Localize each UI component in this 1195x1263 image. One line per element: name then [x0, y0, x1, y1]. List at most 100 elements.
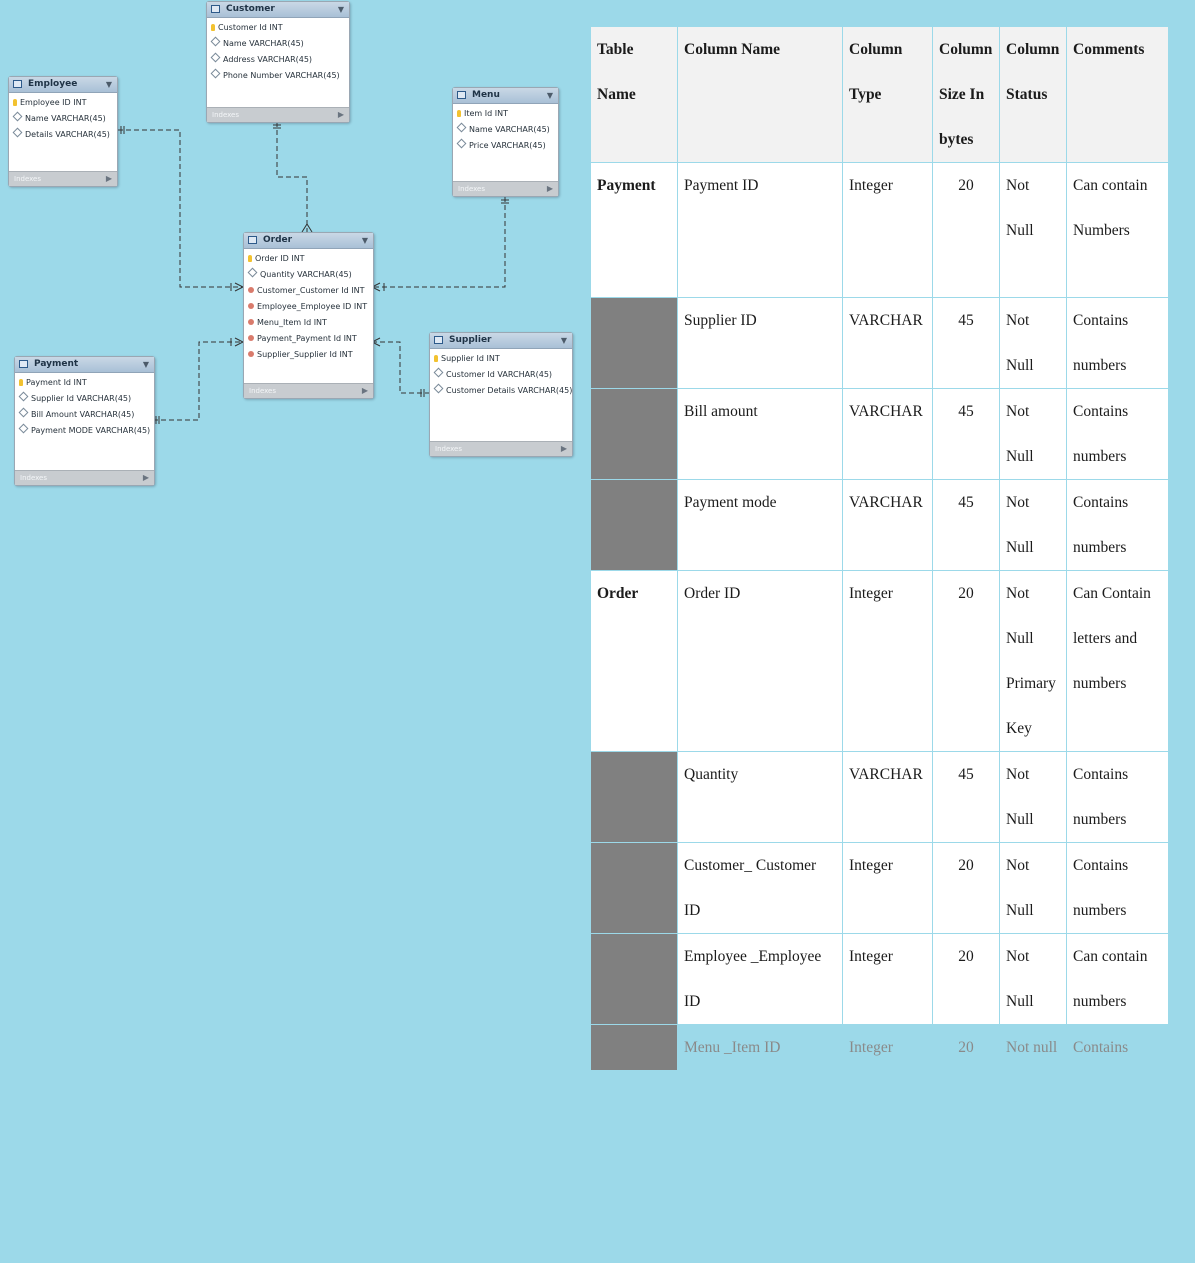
- chevron-down-icon[interactable]: ▼: [105, 80, 112, 89]
- table-row: Supplier ID VARCHAR 45 Not Null Contains…: [590, 297, 1169, 389]
- indexes-bar[interactable]: Indexes▶: [430, 441, 572, 456]
- cell-column-name: Order ID: [677, 570, 843, 752]
- cell-column-status: Not Null Primary Key: [999, 570, 1067, 752]
- entity-column: Customer Id INT: [211, 20, 349, 36]
- cell-column-size: 45: [932, 388, 1000, 480]
- cell-column-name: Supplier ID: [677, 297, 843, 389]
- cell-column-size: 20: [932, 933, 1000, 1025]
- indexes-bar[interactable]: Indexes▶: [9, 171, 117, 186]
- cell-column-name: Payment ID: [677, 162, 843, 298]
- entity-column: Customer_Customer Id INT: [248, 283, 373, 299]
- expand-arrow-icon: ▶: [337, 110, 344, 119]
- entity-customer[interactable]: Customer▼ Customer Id INT Name VARCHAR(4…: [206, 1, 350, 123]
- entity-order[interactable]: Order▼ Order ID INT Quantity VARCHAR(45)…: [243, 232, 374, 399]
- table-row: Payment Payment ID Integer 20 Not Null C…: [590, 162, 1169, 298]
- cell-table-name: [590, 933, 678, 1025]
- table-icon: [457, 91, 466, 99]
- entity-column: Bill Amount VARCHAR(45): [18, 407, 154, 423]
- column-diamond-icon: [247, 267, 258, 278]
- cell-column-status: Not Null: [999, 162, 1067, 298]
- chevron-down-icon[interactable]: ▼: [337, 5, 344, 14]
- entity-header: Employee▼: [9, 77, 117, 93]
- cell-column-size: 20: [932, 162, 1000, 298]
- data-dictionary-table: Table Name Column Name Column Type Colum…: [590, 26, 1169, 1071]
- indexes-bar[interactable]: Indexes▶: [244, 383, 373, 398]
- expand-arrow-icon: ▶: [142, 473, 149, 482]
- column-diamond-icon: [433, 383, 444, 394]
- column-diamond-icon: [433, 367, 444, 378]
- cell-column-status: Not null: [999, 1024, 1067, 1071]
- entity-column: Payment Id INT: [19, 375, 154, 391]
- relation-menu-order: [372, 197, 506, 288]
- chevron-down-icon[interactable]: ▼: [142, 360, 149, 369]
- entity-column: Details VARCHAR(45): [12, 127, 117, 143]
- column-diamond-icon: [18, 407, 29, 418]
- expand-arrow-icon: ▶: [560, 444, 567, 453]
- indexes-bar[interactable]: Indexes▶: [453, 181, 558, 196]
- entity-payment[interactable]: Payment▼ Payment Id INT Supplier Id VARC…: [14, 356, 155, 486]
- column-diamond-icon: [12, 127, 23, 138]
- entity-menu[interactable]: Menu▼ Item Id INT Name VARCHAR(45) Price…: [452, 87, 559, 197]
- entity-column: Customer Details VARCHAR(45): [433, 383, 572, 399]
- indexes-bar[interactable]: Indexes▶: [207, 107, 349, 122]
- cardinality-mark: [273, 124, 281, 129]
- cell-comments: Can contain Numbers: [1066, 162, 1169, 298]
- chevron-down-icon[interactable]: ▼: [546, 91, 553, 100]
- cell-table-name: [590, 842, 678, 934]
- cell-comments: Can Contain letters and numbers: [1066, 570, 1169, 752]
- cell-column-name: Payment mode: [677, 479, 843, 571]
- primary-key-icon: [248, 255, 252, 262]
- cell-comments: Can contain numbers: [1066, 933, 1169, 1025]
- foreign-key-icon: [248, 319, 254, 325]
- primary-key-icon: [19, 379, 23, 386]
- primary-key-icon: [457, 110, 461, 117]
- cell-column-name: Employee _Employee ID: [677, 933, 843, 1025]
- table-icon: [248, 236, 257, 244]
- entity-employee[interactable]: Employee▼ Employee ID INT Name VARCHAR(4…: [8, 76, 118, 187]
- table-row: Employee _Employee ID Integer 20 Not Nul…: [590, 933, 1169, 1025]
- table-row: Payment mode VARCHAR 45 Not Null Contain…: [590, 479, 1169, 571]
- relation-employee-order: [118, 129, 243, 288]
- relation-supplier-order: [372, 341, 429, 394]
- entity-header: Customer▼: [207, 2, 349, 18]
- cell-column-type: VARCHAR: [842, 388, 933, 480]
- primary-key-icon: [434, 355, 438, 362]
- entity-column: Order ID INT: [248, 251, 373, 267]
- cardinality-mark: [301, 223, 313, 233]
- column-diamond-icon: [456, 138, 467, 149]
- cell-comments: Contains numbers: [1066, 751, 1169, 843]
- cell-column-name: Customer_ Customer ID: [677, 842, 843, 934]
- table-row: Customer_ Customer ID Integer 20 Not Nul…: [590, 842, 1169, 934]
- cell-table-name: [590, 388, 678, 480]
- cell-column-type: VARCHAR: [842, 297, 933, 389]
- cell-comments: Contains numbers: [1066, 842, 1169, 934]
- foreign-key-icon: [248, 335, 254, 341]
- entity-column: Price VARCHAR(45): [456, 138, 558, 154]
- entity-supplier[interactable]: Supplier▼ Supplier Id INT Customer Id VA…: [429, 332, 573, 457]
- indexes-bar[interactable]: Indexes▶: [15, 470, 154, 485]
- cell-column-status: Not Null: [999, 297, 1067, 389]
- relationship-lines: [118, 122, 509, 424]
- foreign-key-icon: [248, 303, 254, 309]
- chevron-down-icon[interactable]: ▼: [361, 236, 368, 245]
- cell-column-type: VARCHAR: [842, 751, 933, 843]
- expand-arrow-icon: ▶: [361, 386, 368, 395]
- cell-column-type: Integer: [842, 570, 933, 752]
- cell-table-name: [590, 751, 678, 843]
- entity-column: Address VARCHAR(45): [210, 52, 349, 68]
- cell-column-type: Integer: [842, 162, 933, 298]
- primary-key-icon: [211, 24, 215, 31]
- column-diamond-icon: [18, 391, 29, 402]
- table-row: Menu _Item ID Integer 20 Not null Contai…: [590, 1024, 1169, 1071]
- entity-column: Name VARCHAR(45): [456, 122, 558, 138]
- column-diamond-icon: [456, 122, 467, 133]
- header-column-size: Column Size In bytes: [932, 26, 1000, 163]
- table-row: Bill amount VARCHAR 45 Not Null Contains…: [590, 388, 1169, 480]
- chevron-down-icon[interactable]: ▼: [560, 336, 567, 345]
- cell-column-type: Integer: [842, 933, 933, 1025]
- entity-column: Supplier_Supplier Id INT: [248, 347, 373, 363]
- entity-column: Employee_Employee ID INT: [248, 299, 373, 315]
- table-row: Order Order ID Integer 20 Not Null Prima…: [590, 570, 1169, 752]
- cell-column-type: VARCHAR: [842, 479, 933, 571]
- cell-column-type: Integer: [842, 1024, 933, 1071]
